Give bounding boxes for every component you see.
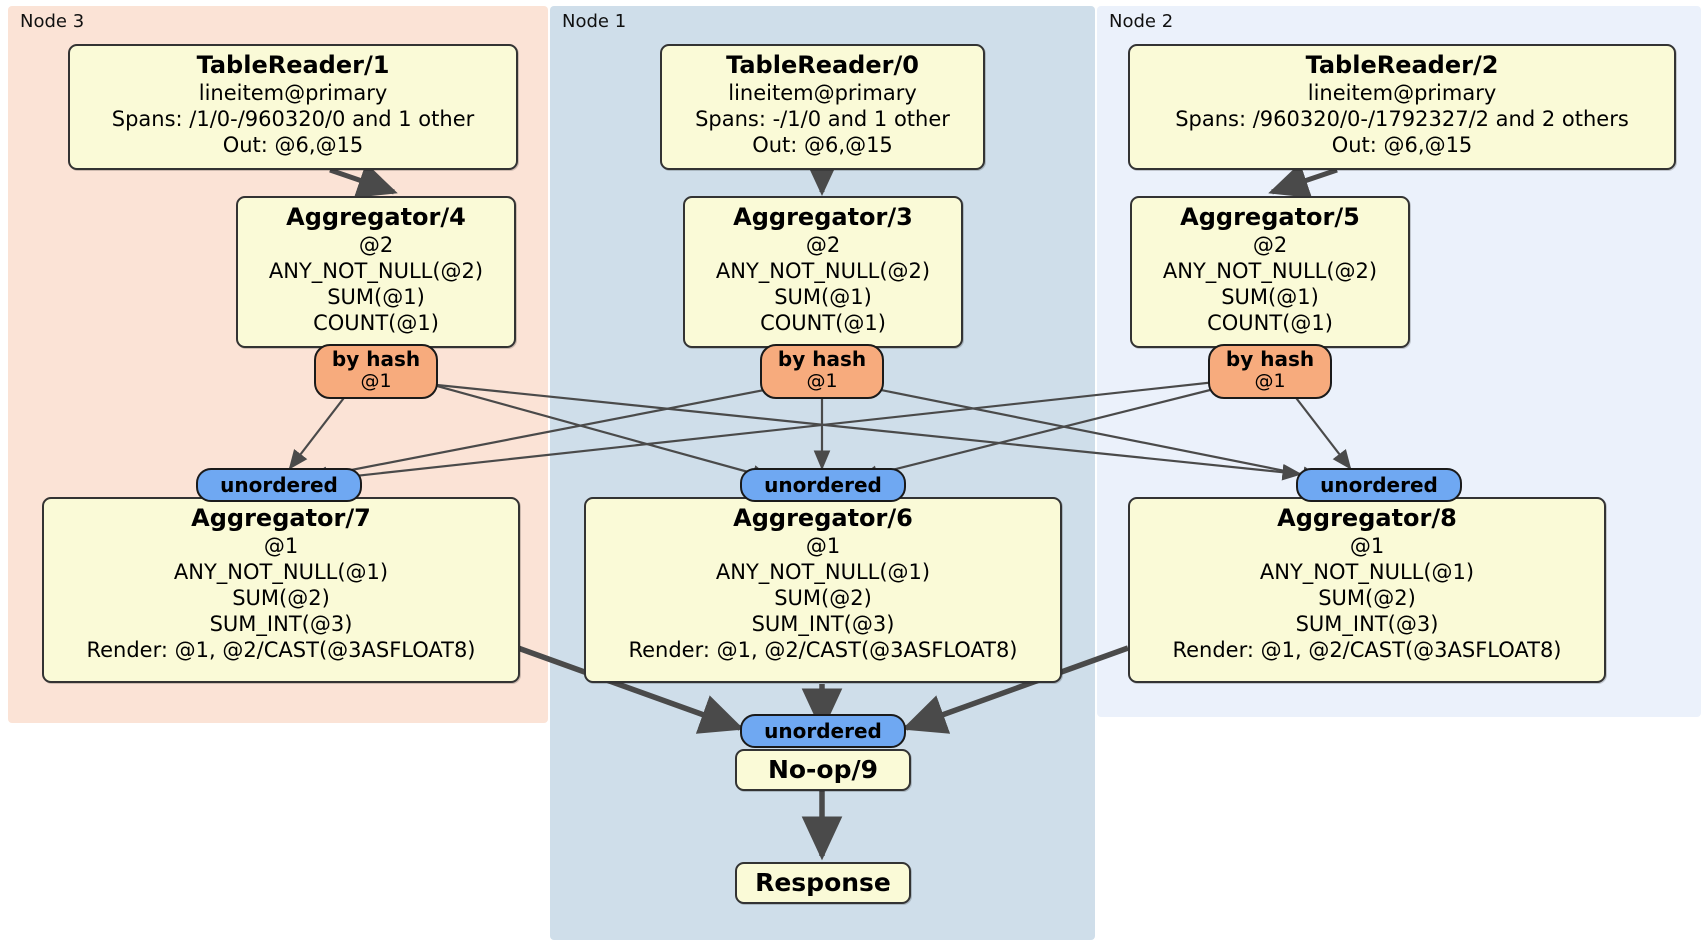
processor-line: lineitem@primary (728, 81, 917, 105)
processor-table-reader-2[interactable]: TableReader/2 lineitem@primary Spans: /9… (1128, 44, 1676, 170)
router-sublabel: @1 (806, 370, 838, 392)
processor-line: Spans: -/1/0 and 1 other (695, 107, 950, 131)
router-by-hash-left[interactable]: by hash @1 (314, 344, 438, 399)
node-panel-label-node2: Node 2 (1109, 11, 1174, 32)
processor-line: @1 (263, 534, 299, 558)
synchronizer-unordered-final[interactable]: unordered (740, 714, 906, 748)
processor-line: SUM(@1) (1221, 285, 1319, 309)
router-by-hash-center[interactable]: by hash @1 (760, 344, 884, 399)
processor-line: lineitem@primary (198, 81, 388, 105)
processor-line: Render: @1, @2/CAST(@3ASFLOAT8) (1172, 638, 1562, 662)
processor-line: SUM(@2) (1318, 586, 1416, 610)
processor-line: SUM(@2) (232, 586, 330, 610)
router-sublabel: @1 (360, 370, 392, 392)
processor-line: Spans: /960320/0-/1792327/2 and 2 others (1175, 107, 1629, 131)
processor-line: ANY_NOT_NULL(@1) (715, 560, 931, 584)
processor-title: Aggregator/4 (286, 203, 466, 231)
synchronizer-label: unordered (220, 472, 338, 497)
processor-line: SUM(@1) (327, 285, 425, 309)
processor-title: Response (755, 868, 891, 897)
processor-title: No-op/9 (767, 755, 879, 784)
processor-line: @1 (805, 534, 841, 558)
processor-line: SUM(@1) (774, 285, 872, 309)
processor-line: SUM_INT(@3) (751, 612, 895, 636)
processor-line: ANY_NOT_NULL(@2) (715, 259, 931, 283)
node-panel-label-node3: Node 3 (20, 11, 85, 32)
processor-noop-9[interactable]: No-op/9 (735, 749, 911, 791)
processor-aggregator-4[interactable]: Aggregator/4 @2 ANY_NOT_NULL(@2) SUM(@1)… (236, 196, 516, 348)
synchronizer-unordered-center[interactable]: unordered (740, 468, 906, 502)
processor-title: Aggregator/5 (1180, 203, 1360, 231)
processor-title: Aggregator/7 (191, 504, 371, 532)
synchronizer-unordered-right[interactable]: unordered (1296, 468, 1462, 502)
processor-line: COUNT(@1) (1207, 311, 1333, 335)
processor-line: SUM_INT(@3) (209, 612, 353, 636)
processor-title: TableReader/2 (1305, 51, 1499, 79)
processor-aggregator-5[interactable]: Aggregator/5 @2 ANY_NOT_NULL(@2) SUM(@1)… (1130, 196, 1410, 348)
processor-line: ANY_NOT_NULL(@1) (1259, 560, 1475, 584)
processor-line: lineitem@primary (1307, 81, 1497, 105)
processor-line: Spans: /1/0-/960320/0 and 1 other (111, 107, 475, 131)
processor-aggregator-3[interactable]: Aggregator/3 @2 ANY_NOT_NULL(@2) SUM(@1)… (683, 196, 963, 348)
processor-line: SUM(@2) (774, 586, 872, 610)
router-label: by hash (1225, 347, 1315, 371)
synchronizer-label: unordered (764, 472, 882, 497)
processor-title: Aggregator/3 (733, 203, 913, 231)
processor-line: COUNT(@1) (760, 311, 886, 335)
processor-title: TableReader/1 (196, 51, 390, 79)
processor-line: Out: @6,@15 (1331, 133, 1473, 157)
processor-line: @2 (358, 233, 394, 257)
processor-title: TableReader/0 (726, 51, 919, 79)
processor-line: ANY_NOT_NULL(@1) (173, 560, 389, 584)
processor-line: ANY_NOT_NULL(@2) (1162, 259, 1378, 283)
processor-table-reader-1[interactable]: TableReader/1 lineitem@primary Spans: /1… (68, 44, 518, 170)
router-sublabel: @1 (1254, 370, 1286, 392)
synchronizer-label: unordered (1320, 472, 1438, 497)
processor-line: SUM_INT(@3) (1295, 612, 1439, 636)
node-panel-label-node1: Node 1 (562, 11, 627, 32)
processor-line: ANY_NOT_NULL(@2) (268, 259, 484, 283)
processor-line: Out: @6,@15 (222, 133, 364, 157)
processor-line: Render: @1, @2/CAST(@3ASFLOAT8) (86, 638, 476, 662)
synchronizer-unordered-left[interactable]: unordered (196, 468, 362, 502)
processor-aggregator-8[interactable]: Aggregator/8 @1 ANY_NOT_NULL(@1) SUM(@2)… (1128, 497, 1606, 683)
processor-title: Aggregator/8 (1277, 504, 1457, 532)
processor-line: Render: @1, @2/CAST(@3ASFLOAT8) (628, 638, 1018, 662)
processor-response[interactable]: Response (735, 862, 911, 904)
router-by-hash-right[interactable]: by hash @1 (1208, 344, 1332, 399)
processor-table-reader-0[interactable]: TableReader/0 lineitem@primary Spans: -/… (660, 44, 985, 170)
processor-title: Aggregator/6 (733, 504, 913, 532)
processor-line: @2 (1252, 233, 1288, 257)
router-label: by hash (777, 347, 867, 371)
processor-line: @2 (805, 233, 841, 257)
processor-aggregator-7[interactable]: Aggregator/7 @1 ANY_NOT_NULL(@1) SUM(@2)… (42, 497, 520, 683)
synchronizer-label: unordered (764, 718, 882, 743)
router-label: by hash (331, 347, 421, 371)
processor-aggregator-6[interactable]: Aggregator/6 @1 ANY_NOT_NULL(@1) SUM(@2)… (584, 497, 1062, 683)
processor-line: COUNT(@1) (313, 311, 439, 335)
processor-line: Out: @6,@15 (752, 133, 893, 157)
processor-line: @1 (1349, 534, 1385, 558)
